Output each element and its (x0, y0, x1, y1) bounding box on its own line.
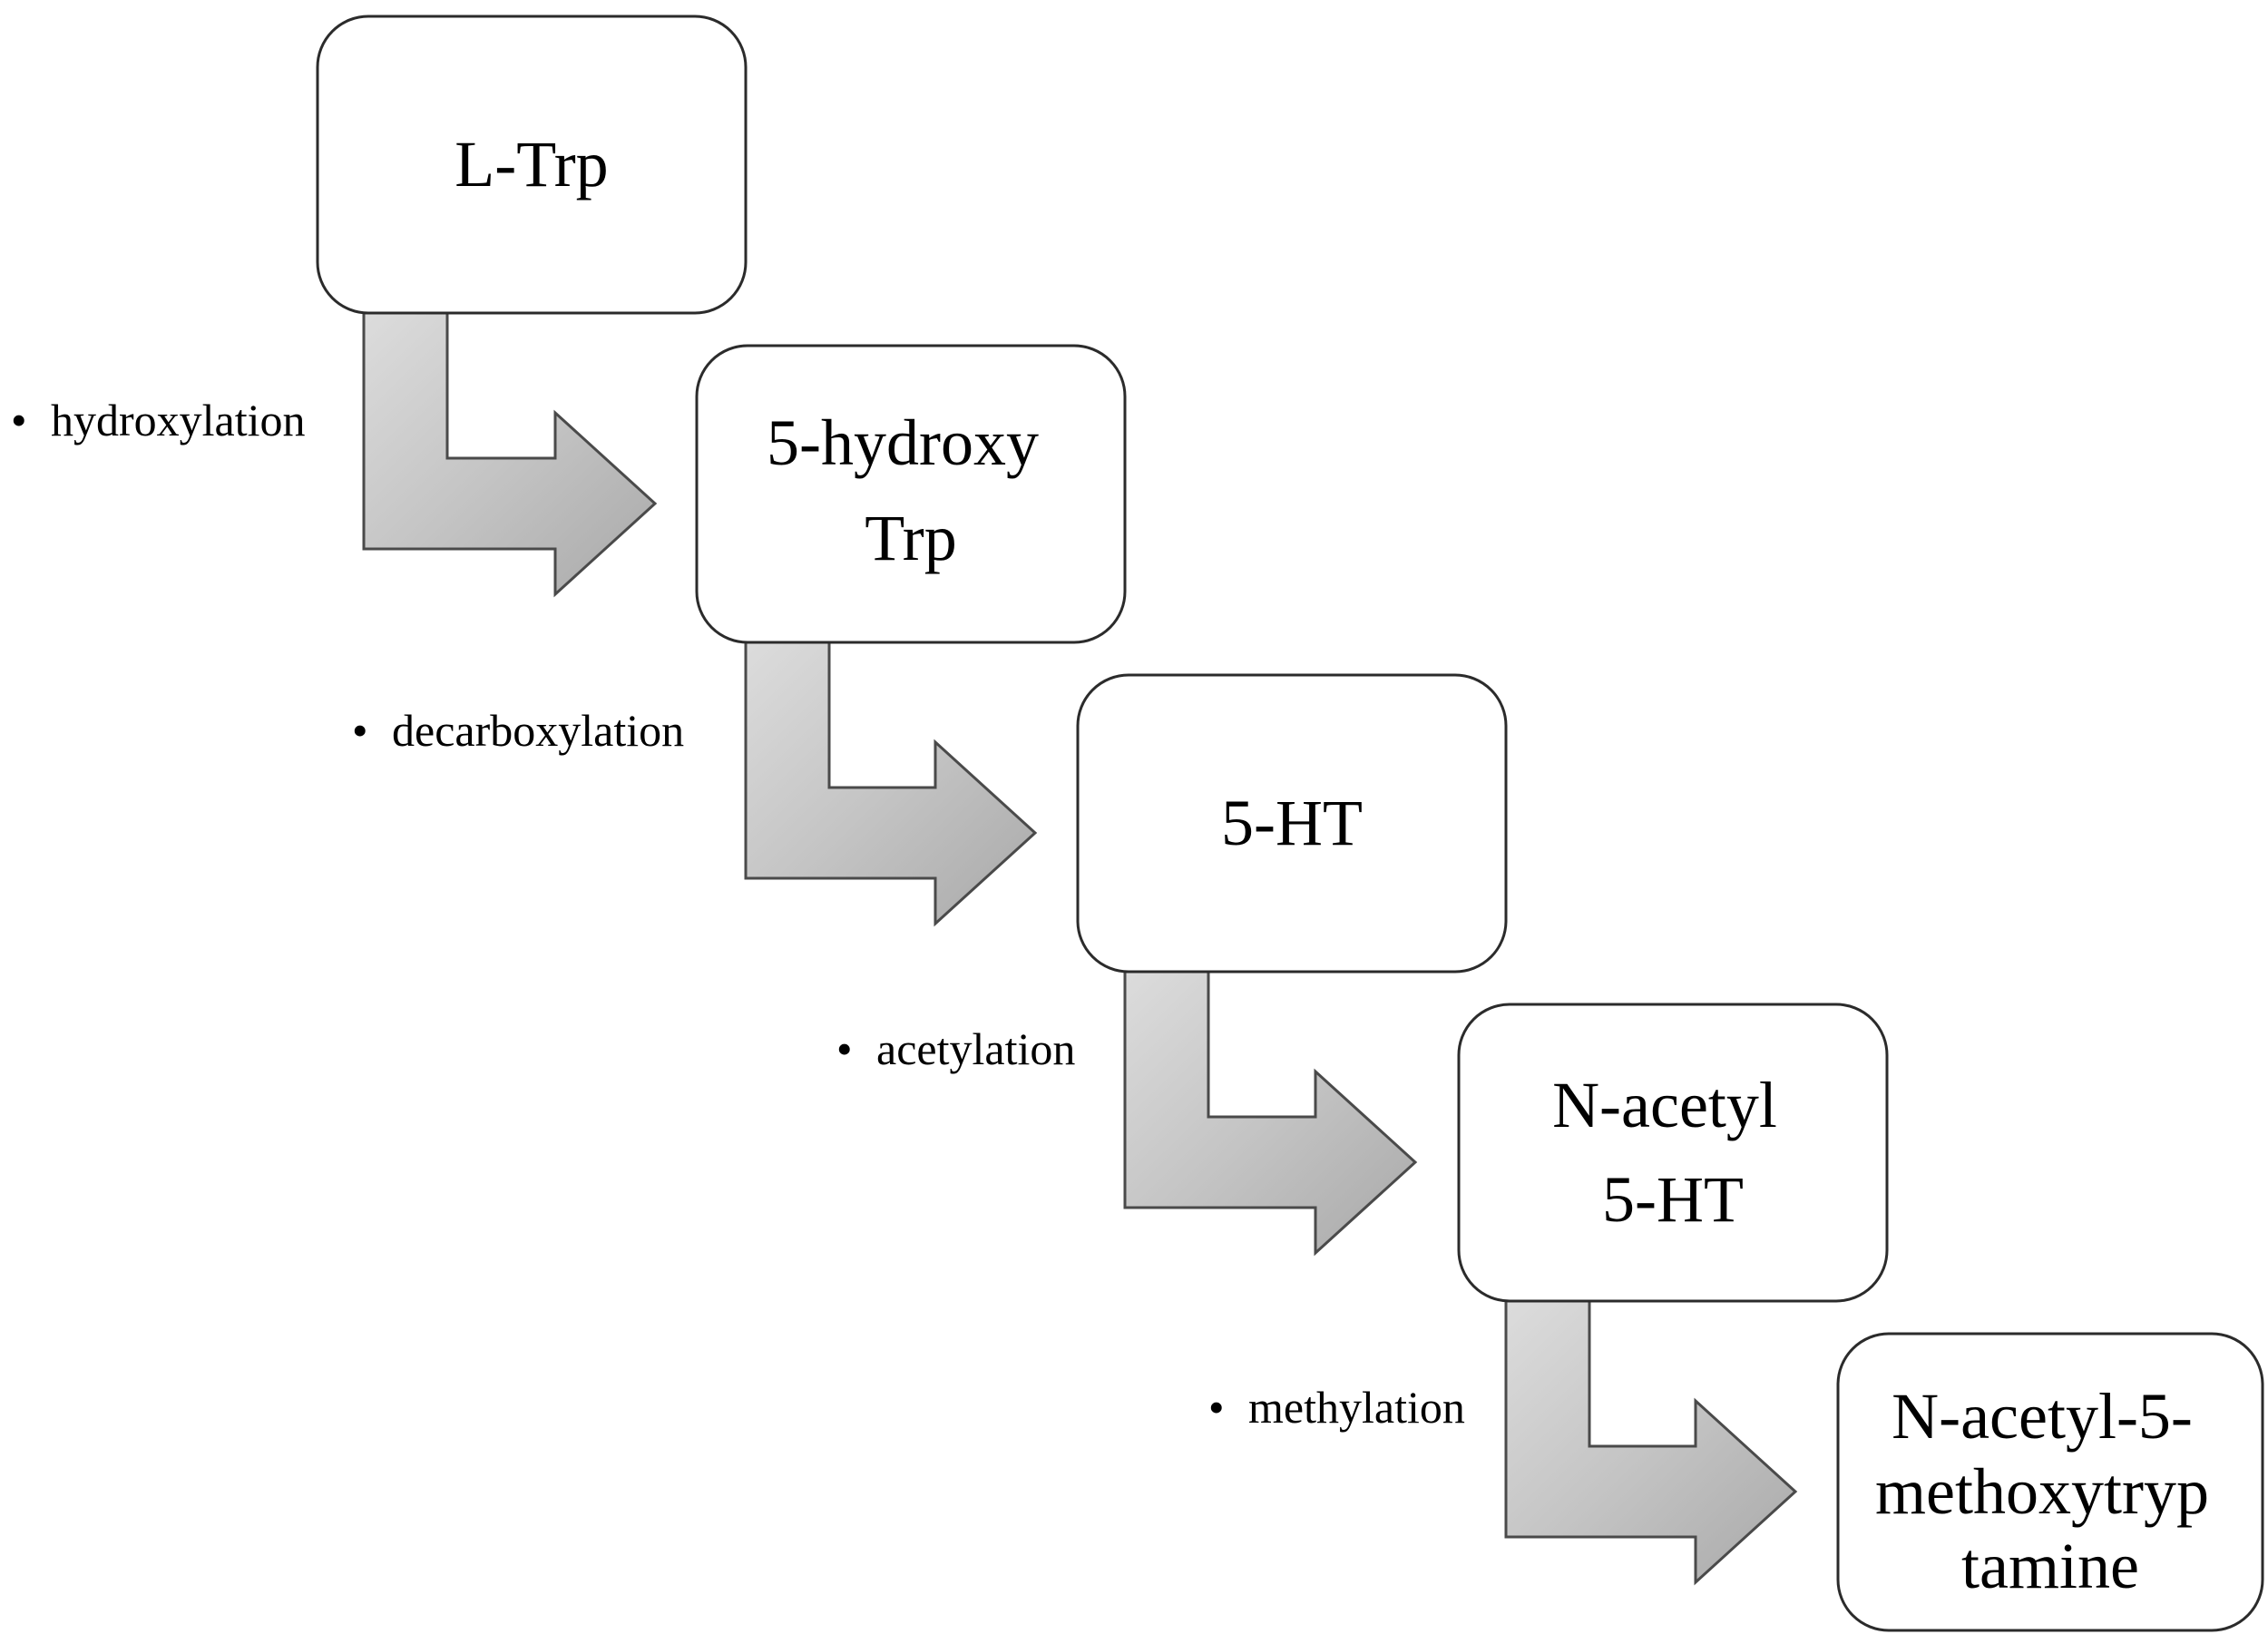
node-box (316, 15, 748, 315)
node-n-acetyl-5-ht: N-acetyl 5-HT (1457, 1003, 1889, 1303)
node-label: N-acetyl-5- methoxytryp tamine (1875, 1380, 2225, 1602)
node-line: methoxytryp (1875, 1455, 2209, 1528)
step-bullet: • (11, 395, 27, 445)
node-line: N-acetyl (1552, 1069, 1777, 1141)
step-bullet: • (836, 1023, 853, 1074)
step-bullet: • (352, 705, 368, 756)
node-label: N-acetyl 5-HT (1552, 1069, 1794, 1236)
node-box (1836, 1332, 2264, 1632)
step-labels-layer: • hydroxylation • decarboxylation • acet… (11, 395, 1465, 1433)
node-label: 5-HT (1221, 787, 1363, 859)
node-line: 5-HT (1602, 1163, 1744, 1236)
step-name: hydroxylation (51, 395, 306, 445)
nodes-layer: L-Trp 5-hydroxy Trp 5-HT N-acetyl 5-HT (316, 15, 2264, 1632)
node-5-ht: 5-HT (1076, 673, 1508, 974)
node-line: L-Trp (455, 128, 608, 201)
node-l-trp: L-Trp (316, 15, 748, 315)
node-line: 5-hydroxy (767, 406, 1039, 479)
node-box (1076, 673, 1508, 974)
node-box (695, 344, 1127, 644)
node-box (1457, 1003, 1889, 1303)
step-bullet: • (1208, 1382, 1225, 1433)
step-label-decarboxylation: • decarboxylation (352, 705, 684, 756)
node-label: 5-hydroxy Trp (767, 406, 1055, 574)
arrows-layer (362, 311, 1798, 1586)
step-label-hydroxylation: • hydroxylation (11, 395, 306, 445)
node-5-hydroxy-trp: 5-hydroxy Trp (695, 344, 1127, 644)
arrow-acetylation (1123, 970, 1418, 1257)
node-line: 5-HT (1221, 787, 1363, 859)
step-label-acetylation: • acetylation (836, 1023, 1075, 1074)
step-label-methylation: • methylation (1208, 1382, 1465, 1433)
step-name: methylation (1248, 1382, 1465, 1433)
node-line: Trp (865, 502, 956, 574)
arrow-hydroxylation (362, 311, 658, 598)
node-line: N-acetyl-5- (1892, 1380, 2193, 1453)
step-name: decarboxylation (392, 705, 684, 756)
arrow-methylation (1504, 1299, 1798, 1586)
step-name: acetylation (876, 1023, 1075, 1074)
node-melatonin: N-acetyl-5- methoxytryp tamine (1836, 1332, 2264, 1632)
node-line: tamine (1961, 1530, 2139, 1602)
arrow-decarboxylation (744, 641, 1038, 927)
node-label: L-Trp (455, 128, 608, 201)
